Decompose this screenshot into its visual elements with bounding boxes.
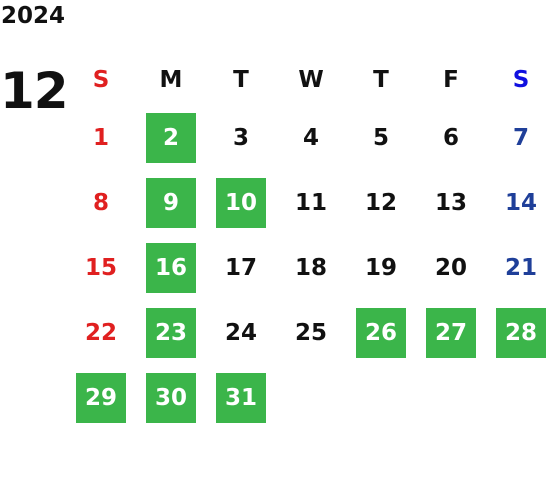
calendar-day-cell[interactable]: 28 [486, 300, 548, 365]
weekday-monday: M [159, 67, 183, 93]
calendar-day-number: 6 [442, 124, 459, 151]
calendar-day-cell[interactable]: 10 [206, 170, 276, 235]
weekday-wednesday: W [298, 67, 324, 93]
calendar-day-number: 26 [356, 307, 406, 358]
weekday-header-row: S M T W T F S [66, 55, 548, 105]
calendar-day-cell[interactable]: 18 [276, 235, 346, 300]
weekday-tuesday: T [233, 67, 249, 93]
calendar-day-cell[interactable]: 31 [206, 365, 276, 430]
calendar-day-number: 10 [216, 177, 266, 228]
calendar-day-number [286, 373, 336, 423]
calendar-day-cell[interactable]: 15 [66, 235, 136, 300]
calendar-day-number: 31 [216, 372, 266, 423]
calendar-day-number: 9 [146, 177, 196, 228]
calendar-day-cell[interactable]: 21 [486, 235, 548, 300]
weekday-friday: F [443, 67, 459, 93]
calendar-day-cell[interactable]: 12 [346, 170, 416, 235]
calendar-day-cell[interactable]: 11 [276, 170, 346, 235]
calendar-day-cell[interactable]: 6 [416, 105, 486, 170]
calendar-day-cell[interactable]: 24 [206, 300, 276, 365]
calendar-day-number: 14 [504, 189, 537, 216]
calendar-day-cell[interactable]: 2 [136, 105, 206, 170]
calendar-day-number: 8 [92, 189, 109, 216]
calendar-year: 2024 [1, 3, 66, 29]
calendar-day-cell[interactable]: 3 [206, 105, 276, 170]
calendar-day-cell[interactable]: 19 [346, 235, 416, 300]
calendar-week-row: 15 16 17 18 19 20 21 [66, 235, 548, 300]
calendar-day-number: 11 [294, 189, 327, 216]
weekday-sunday: S [92, 67, 110, 93]
calendar-day-number: 16 [146, 242, 196, 293]
calendar-day-number [496, 373, 546, 423]
calendar-day-number: 23 [146, 307, 196, 358]
calendar-day-cell[interactable]: 14 [486, 170, 548, 235]
calendar-week-row: 8 9 10 11 12 13 14 [66, 170, 548, 235]
calendar-day-number [356, 373, 406, 423]
calendar-day-number [426, 373, 476, 423]
calendar-day-number: 20 [434, 254, 467, 281]
calendar-day-number: 29 [76, 372, 126, 423]
calendar-day-cell[interactable]: 5 [346, 105, 416, 170]
calendar-day-number: 2 [146, 112, 196, 163]
calendar-day-cell[interactable]: 7 [486, 105, 548, 170]
calendar-day-cell[interactable]: 23 [136, 300, 206, 365]
calendar-week-row: 22 23 24 25 26 27 28 [66, 300, 548, 365]
calendar-day-cell[interactable]: 9 [136, 170, 206, 235]
calendar-month: 12 [0, 62, 69, 120]
calendar-day-cell[interactable]: 16 [136, 235, 206, 300]
calendar-day-cell[interactable]: 4 [276, 105, 346, 170]
calendar-empty-cell [276, 365, 346, 430]
calendar-day-number: 7 [512, 124, 529, 151]
calendar-day-number: 25 [294, 319, 327, 346]
calendar-day-number: 15 [84, 254, 117, 281]
calendar-day-cell[interactable]: 25 [276, 300, 346, 365]
calendar-day-cell[interactable]: 30 [136, 365, 206, 430]
calendar-empty-cell [416, 365, 486, 430]
calendar-week-row: 29 30 31 [66, 365, 548, 430]
calendar-day-number: 5 [372, 124, 389, 151]
calendar-day-number: 21 [504, 254, 537, 281]
calendar-empty-cell [486, 365, 548, 430]
calendar-day-number: 27 [426, 307, 476, 358]
calendar-day-number: 3 [232, 124, 249, 151]
calendar-day-number: 4 [302, 124, 319, 151]
calendar-day-number: 1 [92, 124, 109, 151]
calendar-day-number: 12 [364, 189, 397, 216]
calendar-day-number: 17 [224, 254, 257, 281]
calendar-empty-cell [346, 365, 416, 430]
calendar-day-number: 19 [364, 254, 397, 281]
calendar-day-cell[interactable]: 26 [346, 300, 416, 365]
calendar-day-cell[interactable]: 17 [206, 235, 276, 300]
calendar-day-number: 18 [294, 254, 327, 281]
calendar-day-number: 13 [434, 189, 467, 216]
calendar-day-cell[interactable]: 13 [416, 170, 486, 235]
calendar-day-cell[interactable]: 29 [66, 365, 136, 430]
calendar-day-number: 28 [496, 307, 546, 358]
weekday-saturday: S [512, 67, 530, 93]
calendar-day-cell[interactable]: 8 [66, 170, 136, 235]
calendar-day-cell[interactable]: 27 [416, 300, 486, 365]
calendar-week-row: 1 2 3 4 5 6 7 [66, 105, 548, 170]
calendar-day-number: 30 [146, 372, 196, 423]
calendar-day-cell[interactable]: 1 [66, 105, 136, 170]
calendar-day-cell[interactable]: 22 [66, 300, 136, 365]
calendar-day-cell[interactable]: 20 [416, 235, 486, 300]
calendar-day-number: 24 [224, 319, 257, 346]
calendar-day-number: 22 [84, 319, 117, 346]
weekday-thursday: T [373, 67, 389, 93]
